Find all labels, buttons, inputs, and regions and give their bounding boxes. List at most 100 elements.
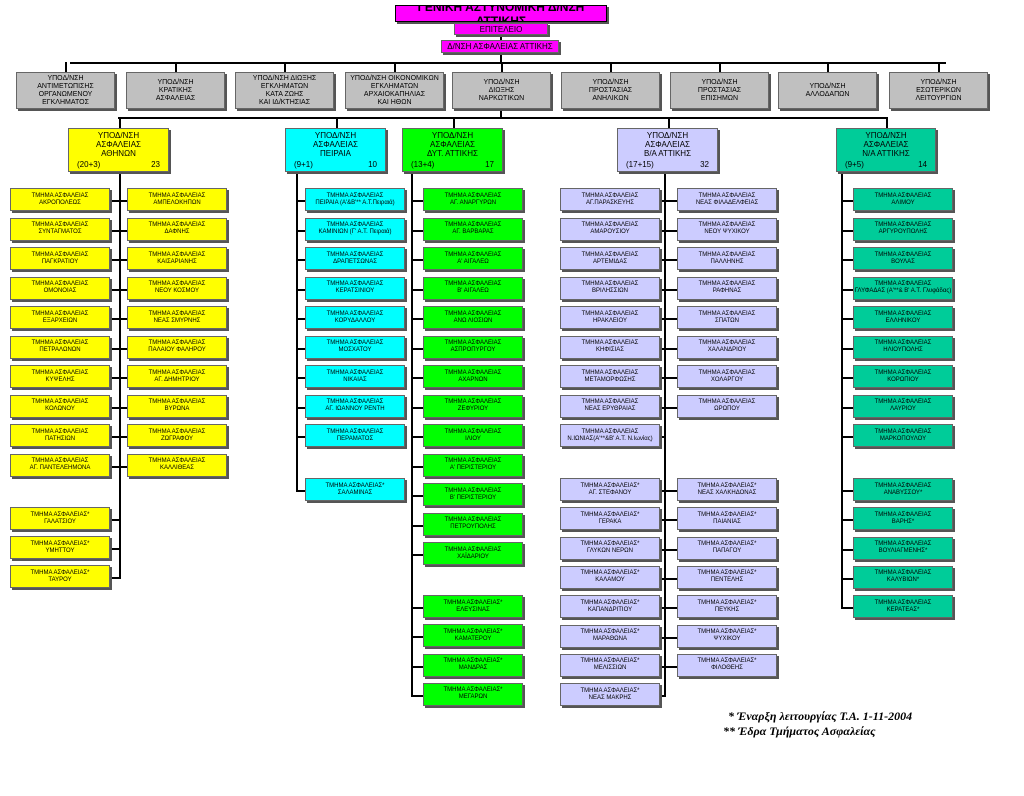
unit-count-breakdown: (9+5) <box>845 160 864 169</box>
security-unit-box-label: ΤΜΗΜΑ ΑΣΦΑΛΕΙΑΣ ΕΛΛΗΝΙΚΟΥ <box>874 310 932 324</box>
security-unit-box: ΤΜΗΜΑ ΑΣΦΑΛΕΙΑΣ ΟΜΟΝΟΙΑΣ <box>10 276 110 300</box>
connector-line <box>660 288 666 291</box>
security-unit-box: ΤΜΗΜΑ ΑΣΦΑΛΕΙΑΣ Ν.ΙΩΝΙΑΣ(Α'**&Β' Α.Τ. Ν.… <box>560 424 660 447</box>
connector-line <box>110 377 121 379</box>
security-unit-box: ΤΜΗΜΑ ΑΣΦΑΛΕΙΑΣ* ΠΕΥΚΗΣ <box>677 595 777 619</box>
security-unit-box-label: ΤΜΗΜΑ ΑΣΦΑΛΕΙΑΣ* ΝΕΑΣ ΧΑΛΚΗΔΟΝΑΣ <box>697 482 757 496</box>
security-unit-box-label: ΤΜΗΜΑ ΑΣΦΑΛΕΙΑΣ* ΣΑΛΑΜΙΝΑΣ <box>325 482 385 496</box>
connector-line <box>664 259 679 261</box>
subdirectorate-box: ΥΠΟΔ/ΝΣΗ ΟΙΚΟΝΟΜΙΚΩΝ ΕΓΚΛΗΜΑΤΩΝ ΑΡΧΑΙΟΚΑ… <box>345 72 444 109</box>
security-unit-box: ΤΜΗΜΑ ΑΣΦΑΛΕΙΑΣ ΒΡΙΛΗΣΣΙΩΝ <box>560 276 660 300</box>
connector-line <box>660 577 666 580</box>
connector-line <box>296 288 307 291</box>
connector-line <box>660 490 666 492</box>
connector-line <box>110 229 121 232</box>
security-unit-box: ΤΜΗΜΑ ΑΣΦΑΛΕΙΑΣ ΝΕΟΥ ΚΟΣΜΟΥ <box>127 276 227 300</box>
security-unit-box-label: ΤΜΗΜΑ ΑΣΦΑΛΕΙΑΣ Α' ΑΙΓΑΛΕΩ <box>444 251 502 265</box>
unit-count-breakdown: (13+4) <box>411 160 435 169</box>
connector-line <box>841 436 855 438</box>
connector-line <box>664 577 679 580</box>
security-unit-box: ΤΜΗΜΑ ΑΣΦΑΛΕΙΑΣ Β' ΠΕΡΙΣΤΕΡΙΟΥ <box>423 483 523 506</box>
subdirectorate-box-label: ΥΠΟΔ/ΝΣΗ ΔΙΩΞΗΣ ΕΓΚΛΗΜΑΤΩΝ ΚΑΤΑ ΖΩΗΣ ΚΑΙ… <box>252 74 317 106</box>
security-unit-box: ΤΜΗΜΑ ΑΣΦΑΛΕΙΑΣ ΚΟΛΩΝΟΥ <box>10 394 110 418</box>
connector-line <box>660 695 666 698</box>
connector-line <box>841 377 855 379</box>
connector-line <box>664 490 679 492</box>
security-unit-box: ΤΜΗΜΑ ΑΣΦΑΛΕΙΑΣ* ΓΛΥΚΩΝ ΝΕΡΩΝ <box>560 536 660 560</box>
security-unit-box-label: ΤΜΗΜΑ ΑΣΦΑΛΕΙΑΣ ΑΝΩ ΛΙΟΣΙΩΝ <box>444 310 502 324</box>
unit-count-total: 10 <box>368 160 377 169</box>
security-unit-box-label: ΤΜΗΜΑ ΑΣΦΑΛΕΙΑΣ ΑΛΙΜΟΥ <box>874 192 932 206</box>
security-unit-box-label: ΤΜΗΜΑ ΑΣΦΑΛΕΙΑΣ ΔΡΑΠΕΤΣΩΝΑΣ <box>326 251 384 265</box>
security-unit-box: ΤΜΗΜΑ ΑΣΦΑΛΕΙΑΣ ΠΕΤΡΟΥΠΟΛΗΣ <box>423 512 523 536</box>
security-unit-box-label: ΤΜΗΜΑ ΑΣΦΑΛΕΙΑΣ ΖΩΓΡΑΦΟΥ <box>148 428 206 442</box>
security-unit-box: ΤΜΗΜΑ ΑΣΦΑΛΕΙΑΣ* ΜΑΡΑΘΩΝΑ <box>560 624 660 648</box>
security-unit-box-label: ΤΜΗΜΑ ΑΣΦΑΛΕΙΑΣ ΚΑΙΣΑΡΙΑΝΗΣ <box>148 251 206 265</box>
security-unit-box-label: ΤΜΗΜΑ ΑΣΦΑΛΕΙΑΣ ΚΟΡΩΠΙΟΥ <box>874 369 932 383</box>
security-unit-box: ΤΜΗΜΑ ΑΣΦΑΛΕΙΑΣ ΚΑΜΙΝΙΩΝ (Γ' Α.Τ. Πειραι… <box>305 217 405 241</box>
connector-line <box>501 62 503 72</box>
connector-line <box>110 318 121 320</box>
footnote-new-units: * Έναρξη λειτουργίας Τ.Α. 1-11-2004 <box>728 709 913 723</box>
security-unit-box: ΤΜΗΜΑ ΑΣΦΑΛΕΙΑΣ ΒΥΡΩΝΑ <box>127 394 227 418</box>
connector-line <box>664 288 679 291</box>
unit-count-total: 14 <box>918 160 927 169</box>
connector-line <box>500 53 502 62</box>
security-unit-box: ΤΜΗΜΑ ΑΣΦΑΛΕΙΑΣ ΒΟΥΛΙΑΓΜΕΝΗΣ* <box>853 536 953 560</box>
connector-line <box>827 62 829 72</box>
staff-box: ΕΠΙΤΕΛΕΙΟ <box>454 23 548 35</box>
security-unit-box-label: ΤΜΗΜΑ ΑΣΦΑΛΕΙΑΣ* ΠΑΠΑΓΟΥ <box>697 541 757 555</box>
security-unit-box: ΤΜΗΜΑ ΑΣΦΑΛΕΙΑΣ ΣΥΝΤΑΓΜΑΤΟΣ <box>10 217 110 241</box>
security-unit-box: ΤΜΗΜΑ ΑΣΦΑΛΕΙΑΣ ΑΓ. ΑΝΑΡΓΥΡΩΝ <box>423 188 523 211</box>
connector-line <box>938 62 940 72</box>
security-unit-box-label: ΤΜΗΜΑ ΑΣΦΑΛΕΙΑΣ ΝΙΚΑΙΑΣ <box>326 369 384 383</box>
connector-line <box>841 172 843 610</box>
security-unit-box-label: ΤΜΗΜΑ ΑΣΦΑΛΕΙΑΣ ΡΑΦΗΝΑΣ <box>698 281 756 294</box>
connector-line <box>119 172 121 579</box>
security-unit-box-label: ΤΜΗΜΑ ΑΣΦΑΛΕΙΑΣ* ΠΕΥΚΗΣ <box>697 599 757 613</box>
unit-count-breakdown: (9+1) <box>294 160 313 169</box>
subdirectorate-box-label: ΥΠΟΔ/ΝΣΗ ΚΡΑΤΙΚΗΣ ΑΣΦΑΛΕΙΑΣ <box>155 78 196 102</box>
connector-line <box>296 347 307 350</box>
security-unit-box: ΤΜΗΜΑ ΑΣΦΑΛΕΙΑΣ Β' ΑΙΓΑΛΕΩ <box>423 276 523 300</box>
connector-line <box>411 495 425 497</box>
connector-line <box>119 200 129 202</box>
connector-line <box>841 200 855 202</box>
subdirectorate-box-label: ΥΠΟΔ/ΝΣΗ ΑΝΤΙΜΕΤΩΠΙΣΗΣ ΟΡΓΑΝΩΜΕΝΟΥ ΕΓΚΛΗ… <box>37 74 94 106</box>
connector-line <box>841 490 855 492</box>
security-unit-box-label: ΤΜΗΜΑ ΑΣΦΑΛΕΙΑΣ* ΦΙΛΟΘΕΗΣ <box>697 658 757 672</box>
security-unit-box-label: ΤΜΗΜΑ ΑΣΦΑΛΕΙΑΣ ΔΑΦΝΗΣ <box>148 222 206 235</box>
regional-title: ΥΠΟΔ/ΝΣΗ ΑΣΦΑΛΕΙΑΣ ΔΥΤ. ΑΤΤΙΚΗΣ <box>427 131 478 158</box>
security-unit-box: ΤΜΗΜΑ ΑΣΦΑΛΕΙΑΣ* ΜΕΓΑΡΩΝ <box>423 682 523 706</box>
security-unit-box-label: ΤΜΗΜΑ ΑΣΦΑΛΕΙΑΣ ΑΓ. ΔΗΜΗΤΡΙΟΥ <box>148 369 206 383</box>
security-unit-box-label: ΤΜΗΜΑ ΑΣΦΑΛΕΙΑΣ ΚΑΛΥΒΙΩΝ* <box>874 570 932 584</box>
security-unit-box-label: ΤΜΗΜΑ ΑΣΦΑΛΕΙΑΣ* ΜΕΓΑΡΩΝ <box>443 687 503 701</box>
connector-line <box>660 200 666 202</box>
security-unit-box-label: ΤΜΗΜΑ ΑΣΦΑΛΕΙΑΣ ΑΜΑΡΟΥΣΙΟΥ <box>581 222 639 235</box>
security-unit-box-label: ΤΜΗΜΑ ΑΣΦΑΛΕΙΑΣ ΣΠΑΤΩΝ <box>698 310 756 324</box>
security-unit-box-label: ΤΜΗΜΑ ΑΣΦΑΛΕΙΑΣ* ΜΕΛΙΣΣΙΩΝ <box>580 658 640 672</box>
connector-line <box>110 347 121 350</box>
security-unit-box-label: ΤΜΗΜΑ ΑΣΦΑΛΕΙΑΣ* ΜΑΝΔΡΑΣ <box>443 658 503 672</box>
security-unit-box: ΤΜΗΜΑ ΑΣΦΑΛΕΙΑΣ ΑΝΑΒΥΣΣΟΥ* <box>853 478 953 501</box>
security-unit-box-label: ΤΜΗΜΑ ΑΣΦΑΛΕΙΑΣ ΗΛΙΟΥΠΟΛΗΣ <box>874 340 932 353</box>
connector-line <box>296 200 307 202</box>
security-unit-box: ΤΜΗΜΑ ΑΣΦΑΛΕΙΑΣ ΠΑΛΑΙΟΥ ΦΑΛΗΡΟΥ <box>127 335 227 359</box>
security-unit-box-label: ΤΜΗΜΑ ΑΣΦΑΛΕΙΑΣ ΑΡΓΥΡΟΥΠΟΛΗΣ <box>874 222 932 235</box>
unit-count-breakdown: (17+15) <box>626 160 654 169</box>
security-unit-box-label: ΤΜΗΜΑ ΑΣΦΑΛΕΙΑΣ ΠΕΡΑΜΑΤΟΣ <box>326 428 384 442</box>
subdirectorate-box-label: ΥΠΟΔ/ΝΣΗ ΟΙΚΟΝΟΜΙΚΩΝ ΕΓΚΛΗΜΑΤΩΝ ΑΡΧΑΙΟΚΑ… <box>350 74 439 106</box>
security-unit-box-label: ΤΜΗΜΑ ΑΣΦΑΛΕΙΑΣ ΑΝΑΒΥΣΣΟΥ* <box>874 482 932 496</box>
security-unit-box: ΤΜΗΜΑ ΑΣΦΑΛΕΙΑΣ ΑΓ. ΒΑΡΒΑΡΑΣ <box>423 217 523 241</box>
connector-line <box>411 406 425 409</box>
security-unit-box: ΤΜΗΜΑ ΑΣΦΑΛΕΙΑΣ ΠΑΛΛΗΝΗΣ <box>677 247 777 270</box>
subdirectorate-box-label: ΥΠΟΔ/ΝΣΗ ΠΡΟΣΤΑΣΙΑΣ ΑΝΗΛΙΚΩΝ <box>588 78 633 102</box>
security-unit-box-label: ΤΜΗΜΑ ΑΣΦΑΛΕΙΑΣ* ΓΕΡΑΚΑ <box>580 511 640 525</box>
security-unit-box: ΤΜΗΜΑ ΑΣΦΑΛΕΙΑΣ ΕΞΑΡΧΕΙΩΝ <box>10 306 110 329</box>
regional-title: ΥΠΟΔ/ΝΣΗ ΑΣΦΑΛΕΙΑΣ ΠΕΙΡΑΙΑ <box>313 131 358 158</box>
security-unit-box-label: ΤΜΗΜΑ ΑΣΦΑΛΕΙΑΣ* ΝΕΑΣ ΜΑΚΡΗΣ <box>580 687 640 701</box>
subdirectorate-box: ΥΠΟΔ/ΝΣΗ ΠΡΟΣΤΑΣΙΑΣ ΑΝΗΛΙΚΩΝ <box>561 72 660 109</box>
connector-line <box>886 117 888 128</box>
security-unit-box-label: ΤΜΗΜΑ ΑΣΦΑΛΕΙΑΣ ΒΟΥΛΙΑΓΜΕΝΗΣ* <box>874 541 932 555</box>
connector-line <box>110 577 121 579</box>
